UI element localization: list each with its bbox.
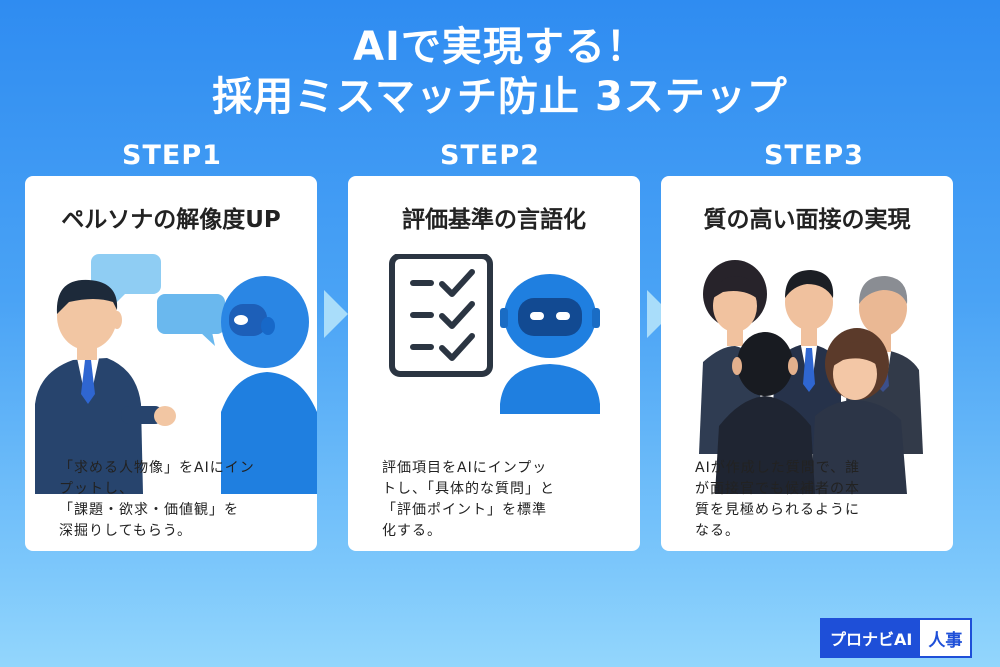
step3-text-line: 質を見極められるように — [695, 502, 860, 518]
step2-text-line: 化する。 — [382, 523, 442, 539]
step3-description: AIが作成した質問で、誰 が面接官でも候補者の本 質を見極められるように なる。 — [695, 458, 927, 542]
step2-text-line: トし、「具体的な質問」と — [382, 481, 555, 497]
step1-card: ペルソナの解像度UP 「求める人 — [25, 176, 317, 551]
page-title: AIで実現する！ 採用ミスマッチ防止 3ステップ — [0, 22, 1000, 122]
logo-brand-name: プロナビAI — [822, 620, 921, 656]
step1-description: 「求める人物像」をAIにイン プットし、 「課題・欲求・価値観」を 深掘りしても… — [59, 458, 291, 542]
step1-text-line: 深掘りしてもらう。 — [59, 523, 193, 539]
checklist-and-robot-illustration — [389, 254, 600, 414]
step3-text-line: が面接官でも候補者の本 — [695, 481, 860, 497]
step3-text-line: AIが作成した質問で、誰 — [695, 460, 861, 476]
step2-label: STEP2 — [440, 140, 540, 171]
step3-title: 質の高い面接の実現 — [703, 207, 911, 233]
step2-card: 評価基準の言語化 評価項目をAIにインプッ トし、「具体的な質問」と 「評価ポイ… — [348, 176, 640, 551]
step2-text-line: 評価項目をAIにインプッ — [382, 460, 548, 476]
step1-text-line: プットし、 — [59, 481, 134, 497]
step2-description: 評価項目をAIにインプッ トし、「具体的な質問」と 「評価ポイント」を標準 化す… — [382, 458, 614, 542]
step1-title: ペルソナの解像度UP — [61, 207, 281, 233]
step2-text-line: 「評価ポイント」を標準 — [382, 502, 547, 518]
person-talking-to-ai-illustration — [35, 254, 317, 494]
interviewer-smiling-woman-icon — [811, 328, 907, 494]
candidate-back-icon — [715, 332, 815, 494]
step3-card: 質の高い面接の実現 — [661, 176, 953, 551]
step3-label: STEP3 — [764, 140, 864, 171]
title-line-1: AIで実現する！ — [353, 24, 647, 70]
interview-panel-illustration — [699, 260, 923, 494]
step1-label: STEP1 — [122, 140, 222, 171]
title-line-2: 採用ミスマッチ防止 3ステップ — [212, 74, 788, 120]
logo-section-name: 人事 — [928, 630, 963, 651]
chevron-right-icon — [647, 290, 671, 338]
brand-logo: プロナビAI 人事 — [820, 618, 973, 658]
ai-robot-icon — [221, 276, 317, 494]
chevron-right-icon — [324, 290, 348, 338]
speech-bubble-icon — [91, 254, 225, 346]
step2-title: 評価基準の言語化 — [402, 207, 586, 233]
businessman-icon — [35, 279, 176, 494]
step1-text-line: 「求める人物像」をAIにイン — [59, 460, 255, 476]
step3-text-line: なる。 — [695, 523, 740, 539]
checklist-icon — [389, 254, 493, 377]
robot-icon — [500, 274, 600, 414]
step1-text-line: 「課題・欲求・価値観」を — [59, 502, 239, 518]
